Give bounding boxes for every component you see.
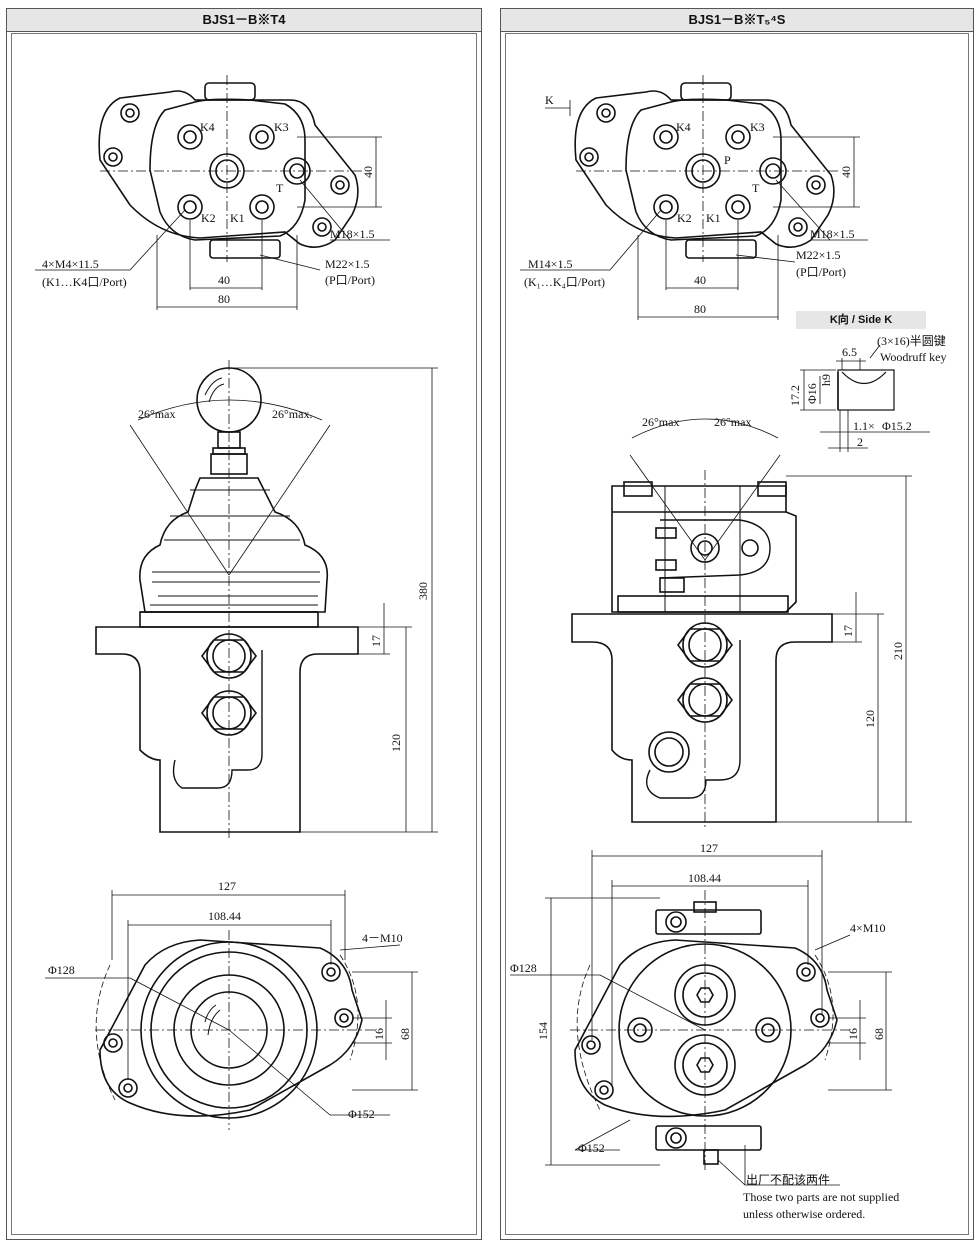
thread-t-label: M18×1.5 [330,227,374,241]
left-panel-title: BJS1－B※T4 [7,9,481,32]
left-panel: BJS1－B※T4 [6,8,482,1240]
dim-16: 16 [372,1028,386,1040]
left-bottom-view [45,890,418,1130]
right-front-view [571,418,912,830]
right-front-labels: 26°max 26°max 210 17 120 [642,415,905,728]
side-k-title: K向 / Side K [796,311,926,329]
right-panel-title: BJS1－B※T₅⁴S [501,9,973,32]
left-front-labels: 26°max 26°max. 380 17 120 [138,407,430,752]
angle-right-label: 26°max. [272,407,312,421]
r-dia-128: Φ128 [510,961,537,975]
key-en-label: Woodruff key [880,350,946,364]
r-dim-h1-40: 40 [694,273,706,287]
dim-6-5: 6.5 [842,345,857,359]
r-port-t-label: T [752,181,760,195]
r-dim-120: 120 [863,710,877,728]
dim-vert-40: 40 [361,166,375,178]
thread-p-label: M22×1.5 [325,257,369,271]
left-top-view [35,75,390,310]
dim-210: 210 [891,642,905,660]
r-dim-17: 17 [841,625,855,637]
r-port-k2-label: K2 [677,211,692,225]
dim-h2-80: 80 [218,292,230,306]
dim-108: 108.44 [208,909,241,923]
r-port-k1-label: K1 [706,211,721,225]
port-k4-label: K4 [200,120,215,134]
dim-h1-40: 40 [218,273,230,287]
dim-120: 120 [389,734,403,752]
r-dim-h2-80: 80 [694,302,706,316]
r-thread-p-note: (P口/Port) [796,265,846,279]
left-top-labels: K4 K3 K2 K1 T 40 40 80 4×M4×11.5 (K1…K4口… [42,120,375,306]
r-thread-m10: 4×M10 [850,921,885,935]
right-top-labels: K K4 K3 K2 K1 T P 40 40 80 M14×1.5 (K₁…K… [524,93,854,316]
r-thread-ports-note: (K₁…K₄口/Port) [524,275,605,289]
thread-ports-label: 4×M4×11.5 [42,257,99,271]
side-k-detail [800,344,930,452]
right-panel: BJS1－B※T₅⁴S [500,8,974,1240]
left-panel-frame [11,33,477,1235]
dim-68: 68 [398,1028,412,1040]
r-dim-vert-40: 40 [839,166,853,178]
angle-left-label: 26°max [138,407,175,421]
port-t-label: T [276,181,284,195]
dim-127: 127 [218,879,236,893]
right-bottom-view [510,850,892,1186]
dia-128: Φ128 [48,963,75,977]
dim-17-2: 17.2 [788,385,802,406]
thread-p-note: (P口/Port) [325,273,375,287]
note-en-2: unless otherwise ordered. [743,1207,865,1221]
r-port-p-label: P [724,153,731,167]
r-port-k4-label: K4 [676,120,691,134]
note-en-1: Those two parts are not supplied [743,1190,899,1204]
dim-17: 17 [369,635,383,647]
r-thread-ports-label: M14×1.5 [528,257,572,271]
right-panel-frame [505,33,969,1235]
r-dia-152: Φ152 [578,1141,605,1155]
dia-16: Φ16 [805,383,819,404]
k-arrow-label: K [545,93,554,107]
r-dim-16: 16 [846,1028,860,1040]
dia-152: Φ152 [348,1107,375,1121]
thread-ports-note: (K1…K4口/Port) [42,275,127,289]
dia-15-2: Φ15.2 [882,419,912,433]
right-top-view [520,75,868,320]
dim-h9: h9 [819,374,833,386]
port-k1-label: K1 [230,211,245,225]
thread-m10: 4－M10 [362,931,403,945]
left-front-view [95,360,438,840]
port-k3-label: K3 [274,120,289,134]
r-dim-68: 68 [872,1028,886,1040]
note-cn: 出厂不配该两件 [746,1173,830,1187]
r-angle-right-label: 26°max [714,415,751,429]
dim-2: 2 [857,435,863,449]
r-angle-left-label: 26°max [642,415,679,429]
r-dim-108: 108.44 [688,871,721,885]
r-thread-p-label: M22×1.5 [796,248,840,262]
r-port-k3-label: K3 [750,120,765,134]
key-label: (3×16)半圆键 [877,334,946,348]
right-bottom-labels: 127 108.44 Φ128 Φ152 4×M10 154 16 68 出厂不… [510,841,899,1221]
side-k-labels: (3×16)半圆键 Woodruff key 6.5 17.2 Φ16 h9 1… [788,334,946,449]
dim-1-1: 1.1× [853,419,875,433]
port-k2-label: K2 [201,211,216,225]
r-thread-t-label: M18×1.5 [810,227,854,241]
r-dim-127: 127 [700,841,718,855]
dim-total-380: 380 [416,582,430,600]
left-bottom-labels: 127 108.44 Φ128 Φ152 4－M10 16 68 [48,879,412,1121]
dim-154: 154 [536,1022,550,1040]
